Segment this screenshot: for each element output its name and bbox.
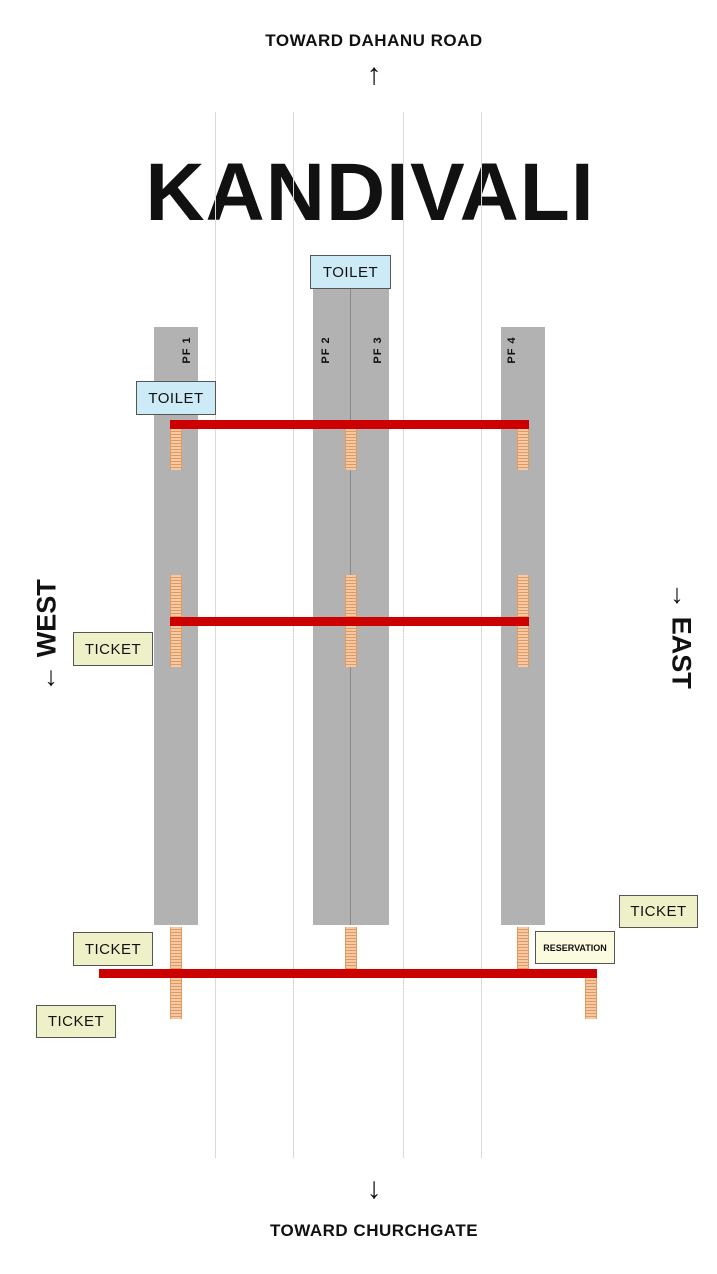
station-name: KANDIVALI	[145, 147, 595, 238]
ticket-east-box: TICKET	[619, 895, 698, 928]
footbridge-north	[170, 420, 529, 429]
staircase	[170, 978, 182, 1019]
staircase	[170, 429, 182, 470]
staircase	[517, 429, 529, 470]
east-direction-label: → EAST	[666, 582, 697, 689]
platform-3-label: PF 3	[372, 336, 384, 364]
platform-2-label: PF 2	[320, 336, 332, 364]
staircase	[517, 927, 529, 969]
ticket-west-south-box: TICKET	[73, 932, 153, 966]
ticket-west-far-box: TICKET	[36, 1005, 116, 1038]
south-direction-label: TOWARD CHURCHGATE	[269, 1221, 479, 1240]
footbridge-middle	[170, 617, 529, 626]
track-line	[481, 112, 482, 1158]
ticket-west-mid-box: TICKET	[73, 632, 153, 666]
footbridge-south	[99, 969, 597, 978]
platform-4-label: PF 4	[506, 336, 518, 364]
toilet-top-box: TOILET	[310, 255, 391, 289]
platform-1-label: PF 1	[181, 336, 193, 364]
staircase	[170, 927, 182, 969]
staircase	[345, 927, 357, 969]
track-line	[403, 112, 404, 1158]
staircase	[345, 429, 357, 470]
track-line	[293, 112, 294, 1158]
arrow-up-icon: ↑	[366, 58, 382, 91]
staircase	[585, 978, 597, 1019]
track-line	[215, 112, 216, 1158]
toilet-pf1-box: TOILET	[136, 381, 216, 415]
west-direction-label: ← WEST	[31, 579, 62, 692]
arrow-down-icon: ↓	[366, 1172, 382, 1205]
north-direction-label: TOWARD DAHANU ROAD	[265, 31, 483, 50]
reservation-box: RESERVATION	[535, 931, 615, 964]
